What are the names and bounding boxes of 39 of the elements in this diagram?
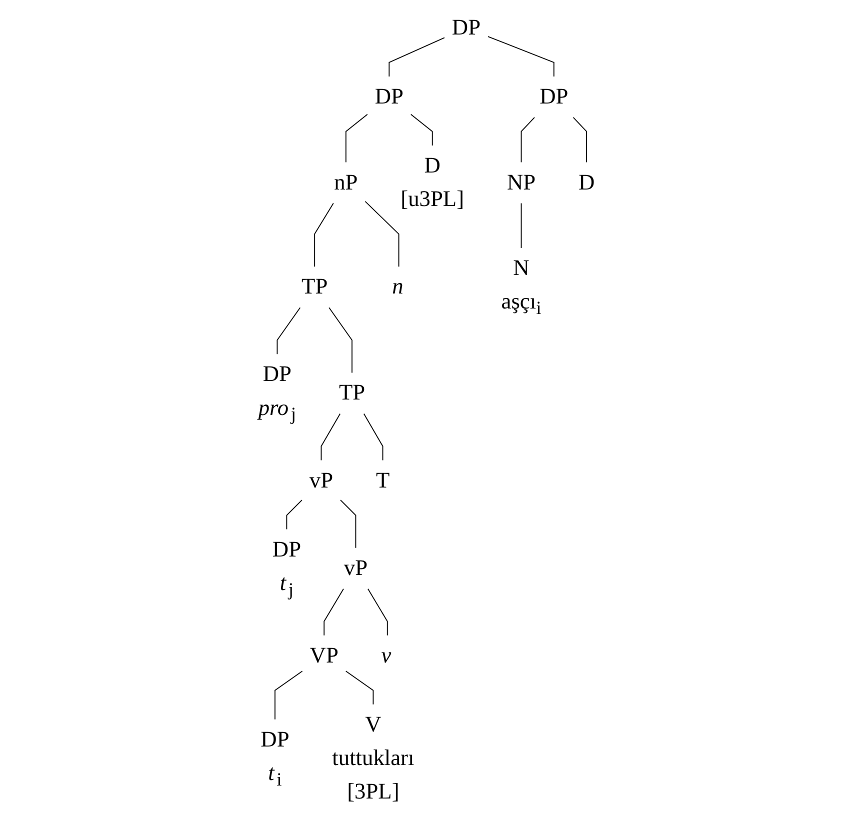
connector: [320, 413, 341, 461]
connector: [364, 201, 400, 268]
node-text: DP: [452, 16, 481, 40]
node-text: NP: [506, 170, 536, 195]
node-text: D: [578, 170, 595, 195]
node-text: nP: [334, 170, 358, 195]
connector: [286, 500, 302, 530]
connector: [324, 588, 344, 636]
connector: [274, 670, 303, 720]
connector: [276, 307, 301, 355]
connector: [345, 114, 368, 163]
connector: [572, 117, 587, 163]
node-text: vP: [344, 556, 368, 580]
connector: [328, 307, 352, 374]
node-text: N aşçı$_{i}$: [501, 256, 542, 319]
connector: [488, 36, 554, 77]
node-text: T: [376, 468, 390, 493]
connector: [410, 114, 433, 146]
node-text: DP t$_{j}$: [272, 538, 302, 600]
connector: [368, 588, 388, 636]
node-text: DP: [374, 84, 404, 110]
node-text: DP pro$_{j}$: [258, 362, 296, 425]
connector: [520, 117, 535, 163]
node-text: n: [392, 274, 404, 300]
connector: [314, 202, 334, 268]
connector: [388, 37, 445, 77]
node-text: v: [381, 644, 392, 668]
connector: [345, 670, 374, 705]
connector: [363, 413, 384, 461]
node-text: DP t$_{i}$: [260, 728, 290, 790]
node-text: DP: [540, 84, 568, 110]
node-text: TP: [302, 274, 328, 300]
connector: [520, 202, 522, 248]
connector: [340, 500, 356, 548]
node-text: V tuttukları [3PL]: [332, 712, 414, 804]
node-text: VP: [310, 644, 338, 668]
node-text: D [u3PL]: [400, 154, 464, 212]
node-text: vP: [309, 468, 334, 493]
node-text: TP: [338, 381, 366, 406]
